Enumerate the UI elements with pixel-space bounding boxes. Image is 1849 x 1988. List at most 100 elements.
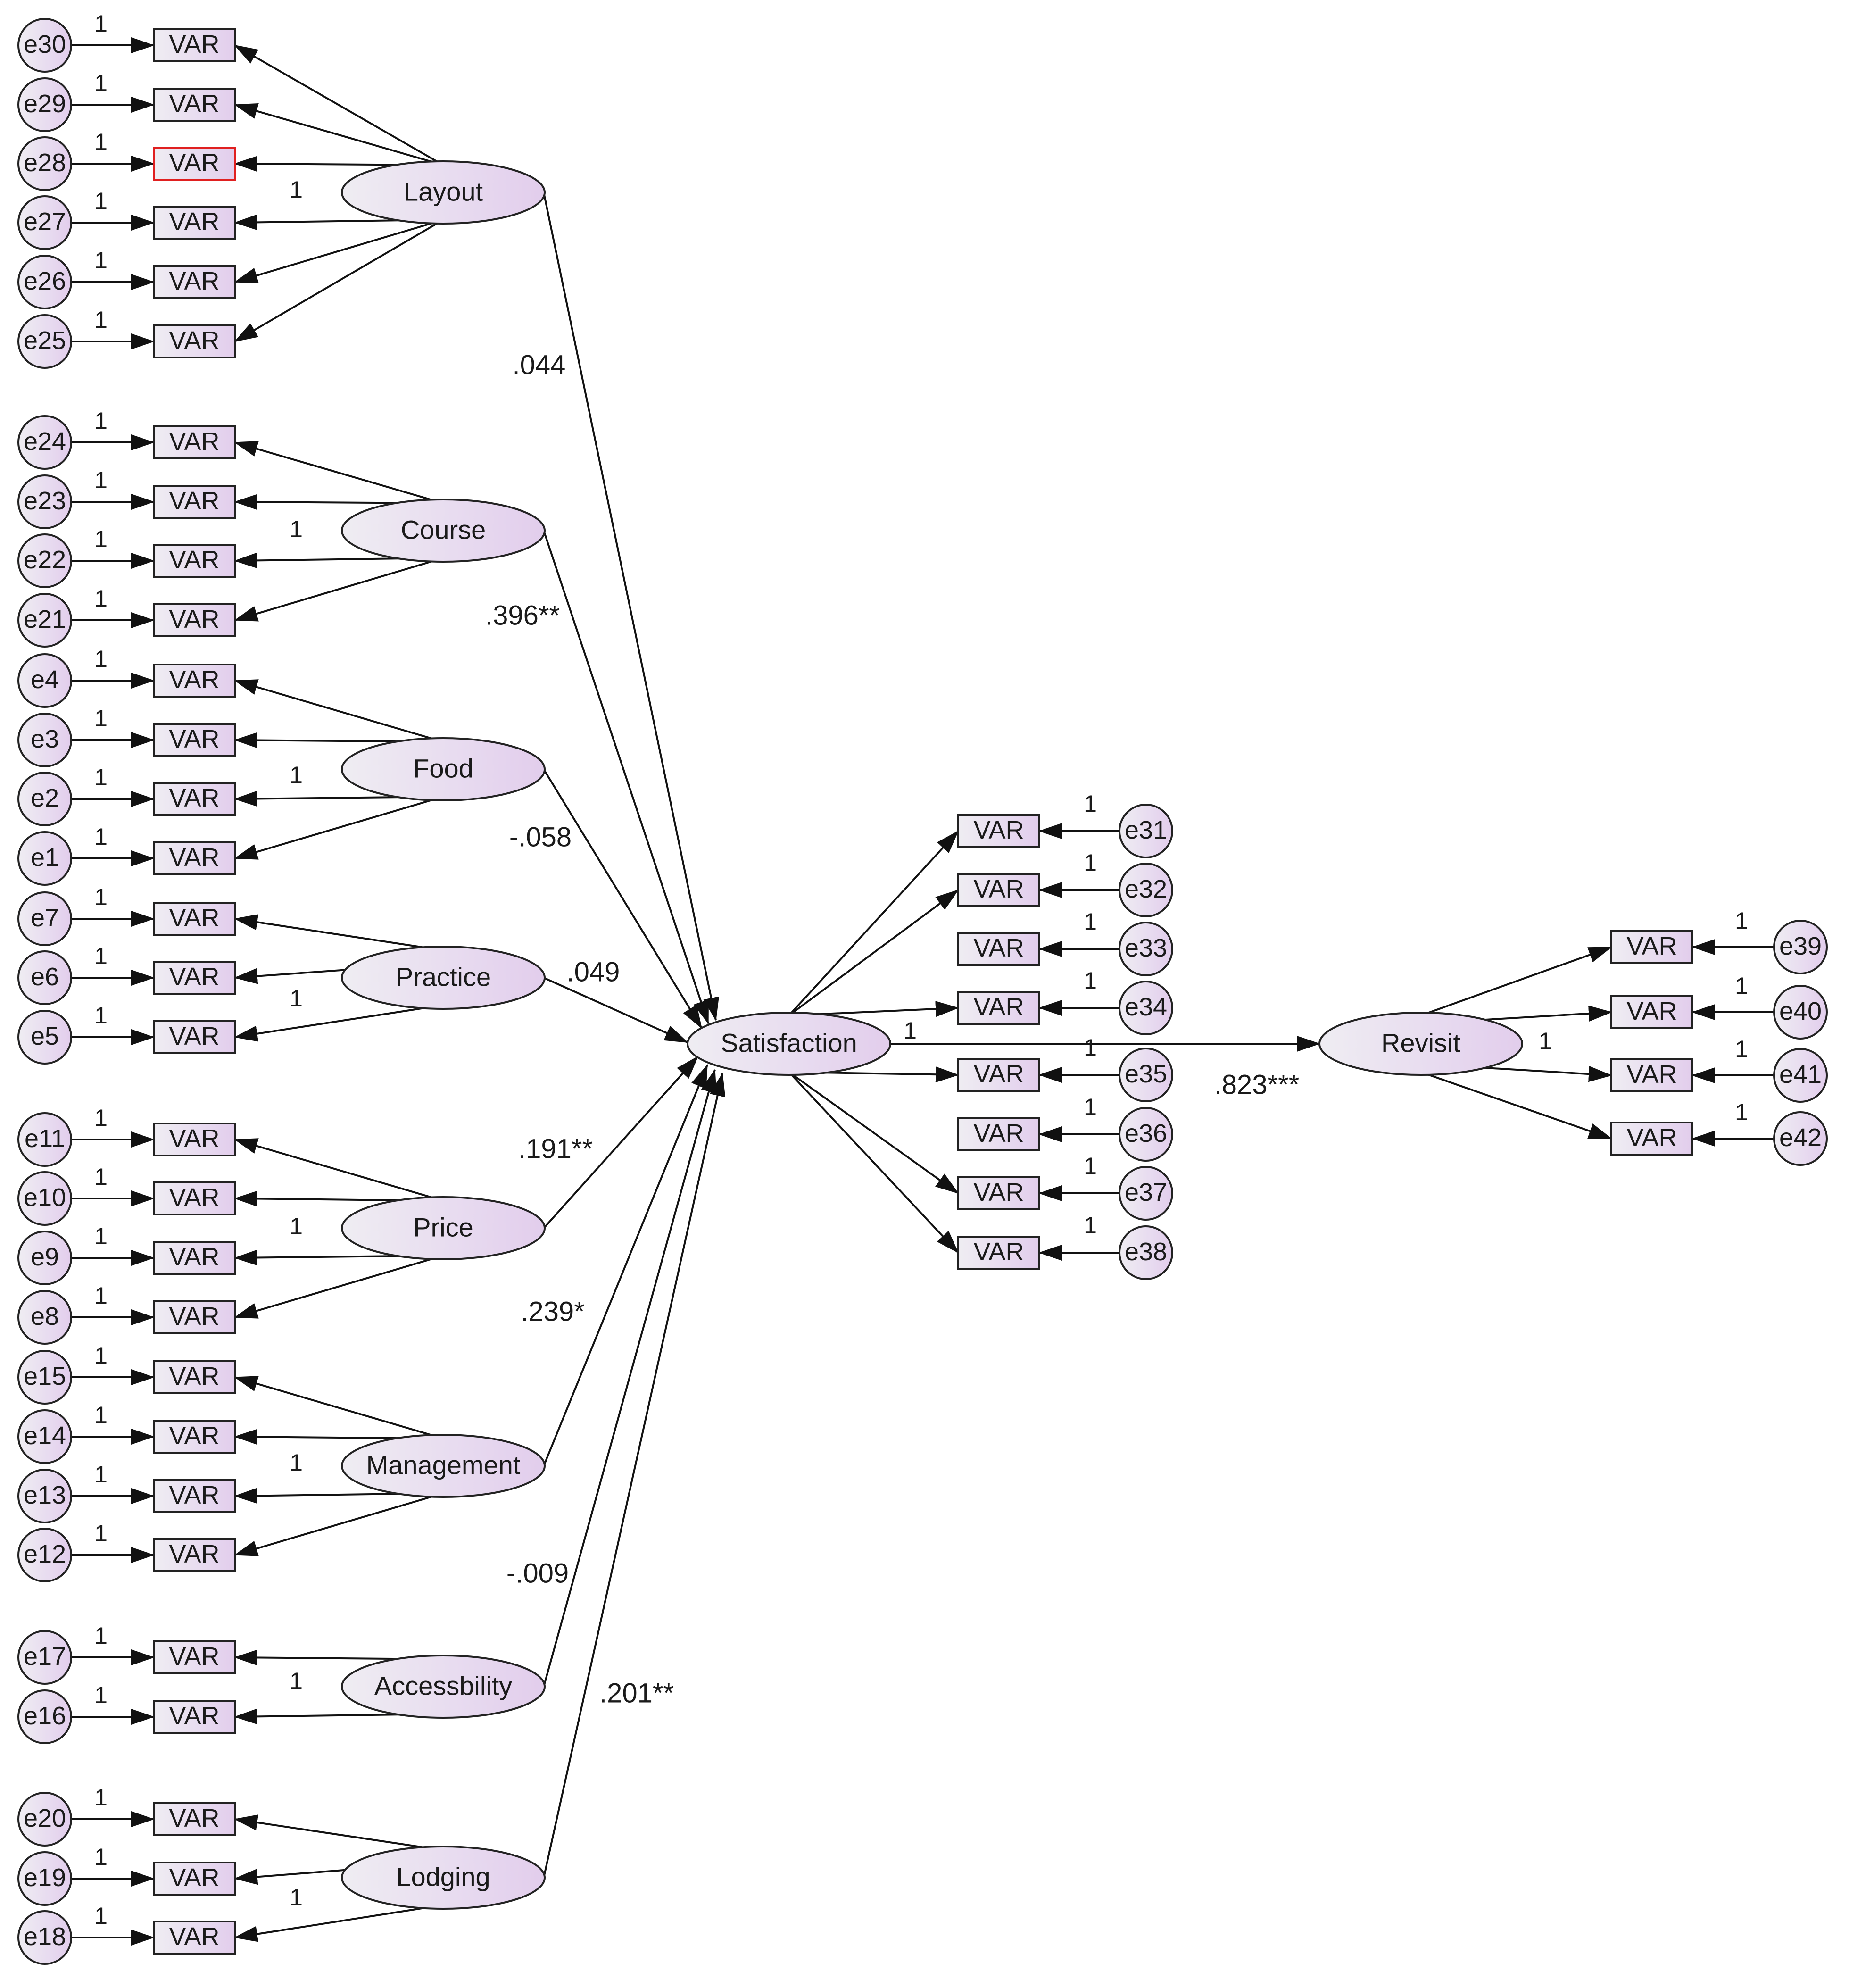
loading-arrow-satisfaction-1 bbox=[788, 889, 959, 1016]
fixed-loading-e22: 1 bbox=[94, 526, 108, 552]
loading-arrow-revisit-2 bbox=[1477, 1066, 1612, 1082]
error-e31 bbox=[1119, 804, 1173, 858]
fixed-loading-e10: 1 bbox=[94, 1164, 108, 1190]
error-e37-label: e37 bbox=[1125, 1178, 1167, 1206]
error-e34-label: e34 bbox=[1125, 993, 1167, 1021]
fixed-loading-e35: 1 bbox=[1084, 1034, 1097, 1061]
indicator-e30 bbox=[153, 28, 236, 62]
indicator-e13-label: VAR bbox=[169, 1481, 219, 1509]
indicator-e11-label: VAR bbox=[169, 1124, 219, 1153]
fixed-loading-e7: 1 bbox=[94, 884, 108, 910]
error-e30-label: e30 bbox=[24, 30, 66, 58]
indicator-e19 bbox=[153, 1862, 236, 1896]
path-arrows bbox=[71, 37, 1774, 1946]
path-coef-satisfaction-revisit: .823*** bbox=[1214, 1070, 1300, 1100]
error-e8 bbox=[17, 1290, 72, 1345]
fixed-loading-e38: 1 bbox=[1084, 1212, 1097, 1239]
latent-course-label: Course bbox=[401, 515, 486, 545]
fixed-loading-course: 1 bbox=[290, 516, 303, 542]
indicator-e24 bbox=[153, 425, 236, 459]
indicator-e22 bbox=[153, 544, 236, 578]
error-e19-label: e19 bbox=[24, 1863, 66, 1892]
loading-arrow-management-0 bbox=[234, 1376, 444, 1439]
indicator-e38 bbox=[957, 1236, 1040, 1270]
loading-arrow-revisit-0 bbox=[1420, 946, 1612, 1016]
error-e8-label: e8 bbox=[31, 1302, 59, 1331]
loading-arrow-revisit-3 bbox=[1420, 1071, 1612, 1140]
indicator-e20 bbox=[153, 1802, 236, 1836]
path-coef-practice: .049 bbox=[567, 957, 620, 988]
indicator-e31-label: VAR bbox=[973, 816, 1024, 844]
latent-accessibility-label: Accessbility bbox=[374, 1671, 513, 1701]
indicator-e9 bbox=[153, 1241, 236, 1275]
fixed-loading-e21: 1 bbox=[94, 585, 108, 612]
error-e5 bbox=[17, 1010, 72, 1065]
error-e23 bbox=[17, 474, 72, 529]
indicator-e11 bbox=[153, 1123, 236, 1156]
error-e1 bbox=[17, 831, 72, 886]
loading-arrow-lodging-2 bbox=[234, 1904, 444, 1942]
error-e38-label: e38 bbox=[1125, 1238, 1167, 1266]
loading-arrow-layout-0 bbox=[234, 44, 444, 166]
indicator-e34 bbox=[957, 991, 1040, 1025]
diagram-nodes bbox=[17, 18, 1828, 1965]
indicator-e20-label: VAR bbox=[169, 1804, 219, 1832]
indicator-e26 bbox=[153, 265, 236, 299]
indicator-e23 bbox=[153, 485, 236, 519]
error-e3-label: e3 bbox=[31, 725, 59, 753]
latent-management-label: Management bbox=[366, 1450, 521, 1480]
error-e31-label: e31 bbox=[1125, 816, 1167, 844]
indicator-e21-label: VAR bbox=[169, 605, 219, 633]
fixed-loading-e26: 1 bbox=[94, 247, 108, 274]
latent-satisfaction-label: Satisfaction bbox=[721, 1028, 857, 1058]
error-e34 bbox=[1119, 981, 1173, 1035]
loading-arrow-food-3 bbox=[234, 796, 444, 860]
error-e36-label: e36 bbox=[1125, 1119, 1167, 1148]
error-e29 bbox=[17, 77, 72, 132]
latent-revisit-label: Revisit bbox=[1381, 1028, 1460, 1058]
fixed-loading-e13: 1 bbox=[94, 1461, 108, 1488]
indicator-e31 bbox=[957, 814, 1040, 848]
latent-revisit bbox=[1318, 1012, 1523, 1076]
error-e24 bbox=[17, 415, 72, 470]
error-e11-label: e11 bbox=[25, 1124, 65, 1153]
fixed-loading-revisit: 1 bbox=[1539, 1028, 1552, 1054]
indicator-e36-label: VAR bbox=[973, 1119, 1024, 1148]
indicator-e15 bbox=[153, 1360, 236, 1394]
indicator-e36 bbox=[957, 1117, 1040, 1151]
latent-practice bbox=[341, 946, 546, 1010]
indicator-e33-label: VAR bbox=[973, 934, 1024, 962]
fixed-loading-lodging: 1 bbox=[290, 1884, 303, 1911]
indicator-e24-label: VAR bbox=[169, 427, 219, 456]
error-e12-label: e12 bbox=[24, 1540, 66, 1568]
error-e18-label: e18 bbox=[24, 1922, 66, 1951]
loading-arrow-revisit-1 bbox=[1477, 1005, 1612, 1022]
loading-arrow-satisfaction-7 bbox=[788, 1071, 959, 1254]
error-e26 bbox=[17, 255, 72, 309]
error-e6-label: e6 bbox=[31, 963, 59, 991]
latent-lodging-label: Lodging bbox=[396, 1862, 490, 1892]
indicator-e29-label: VAR bbox=[169, 90, 219, 118]
fixed-loading-e1: 1 bbox=[94, 823, 108, 850]
error-e30 bbox=[17, 18, 72, 73]
error-e17 bbox=[17, 1630, 72, 1685]
structural-path-practice bbox=[543, 977, 688, 1043]
error-e27-label: e27 bbox=[24, 208, 66, 236]
latent-price bbox=[341, 1196, 546, 1260]
error-e14-label: e14 bbox=[24, 1422, 66, 1450]
error-e41 bbox=[1773, 1048, 1828, 1103]
structural-path-accessibility bbox=[543, 1069, 717, 1687]
latent-satisfaction bbox=[687, 1012, 891, 1076]
indicator-e2 bbox=[153, 782, 236, 816]
indicator-e17-label: VAR bbox=[169, 1642, 219, 1671]
indicator-e38-label: VAR bbox=[973, 1238, 1024, 1266]
fixed-loading-e30: 1 bbox=[94, 10, 108, 37]
fixed-loading-e4: 1 bbox=[94, 646, 108, 672]
structural-path-layout bbox=[543, 192, 719, 1021]
latent-accessibility bbox=[341, 1655, 546, 1719]
indicator-e35-label: VAR bbox=[973, 1060, 1024, 1088]
fixed-loading-e42: 1 bbox=[1735, 1099, 1748, 1125]
error-e40 bbox=[1773, 985, 1828, 1040]
fixed-loading-e3: 1 bbox=[94, 705, 108, 732]
